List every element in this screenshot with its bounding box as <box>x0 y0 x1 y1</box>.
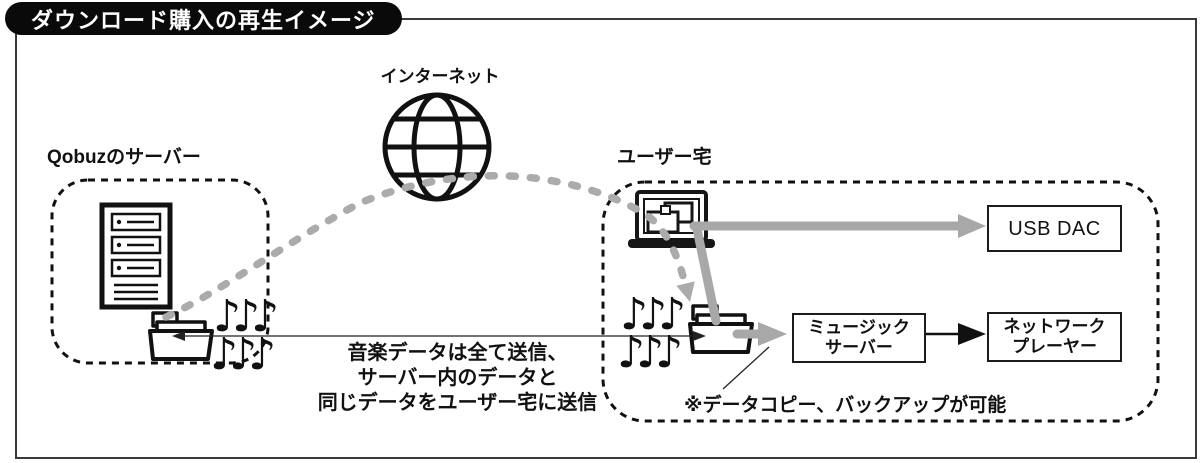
network-player-label-line1: ネットワーク <box>1003 317 1106 336</box>
same-data-arrow <box>172 331 706 341</box>
outer-frame <box>15 18 1197 459</box>
folder-icon <box>148 311 214 361</box>
internet-download-arrow <box>162 172 695 321</box>
transfer-note-line3: 同じデータをユーザー宅に送信 <box>317 392 598 414</box>
network-player-label-line2: プレーヤー <box>1012 337 1097 356</box>
internet-label: インターネット <box>380 67 500 86</box>
qobuz-server-label: Qobuzのサーバー <box>47 147 201 168</box>
network-player-box: ネットワーク プレーヤー <box>987 312 1122 362</box>
user-home-group-box <box>601 180 1160 423</box>
copy-to-server-arrow <box>732 322 787 346</box>
server-icon <box>99 202 173 310</box>
music-notes-icon: ♪♪♪ <box>210 329 273 380</box>
laptop-icon <box>628 190 715 248</box>
usb-dac-box: USB DAC <box>987 205 1122 252</box>
music-notes-icon: ♪♪♪ <box>617 327 680 378</box>
transfer-note-line1: 音楽データは全て送信、 <box>347 342 568 364</box>
qobuz-server-group-box <box>50 178 270 365</box>
music-server-label-line2: サーバー <box>825 338 893 357</box>
user-home-label: ユーザー宅 <box>617 147 712 168</box>
backup-note: ※データコピー、バックアップが可能 <box>684 395 1007 416</box>
page-title: ダウンロード購入の再生イメージ <box>5 2 402 35</box>
music-server-label-line1: ミュージック <box>808 318 910 337</box>
transfer-note-line2: サーバー内のデータと <box>357 367 558 389</box>
playback-to-usbdac-arrow <box>689 214 986 326</box>
globe-icon <box>382 92 492 202</box>
usb-dac-label: USB DAC <box>1008 217 1101 240</box>
music-server-box: ミュージック サーバー <box>792 313 926 363</box>
backup-note-leader-line <box>722 346 770 390</box>
folder-icon <box>688 304 754 354</box>
transfer-note: 音楽データは全て送信、 サーバー内のデータと 同じデータをユーザー宅に送信 <box>300 341 615 416</box>
server-to-player-arrow <box>922 323 986 345</box>
